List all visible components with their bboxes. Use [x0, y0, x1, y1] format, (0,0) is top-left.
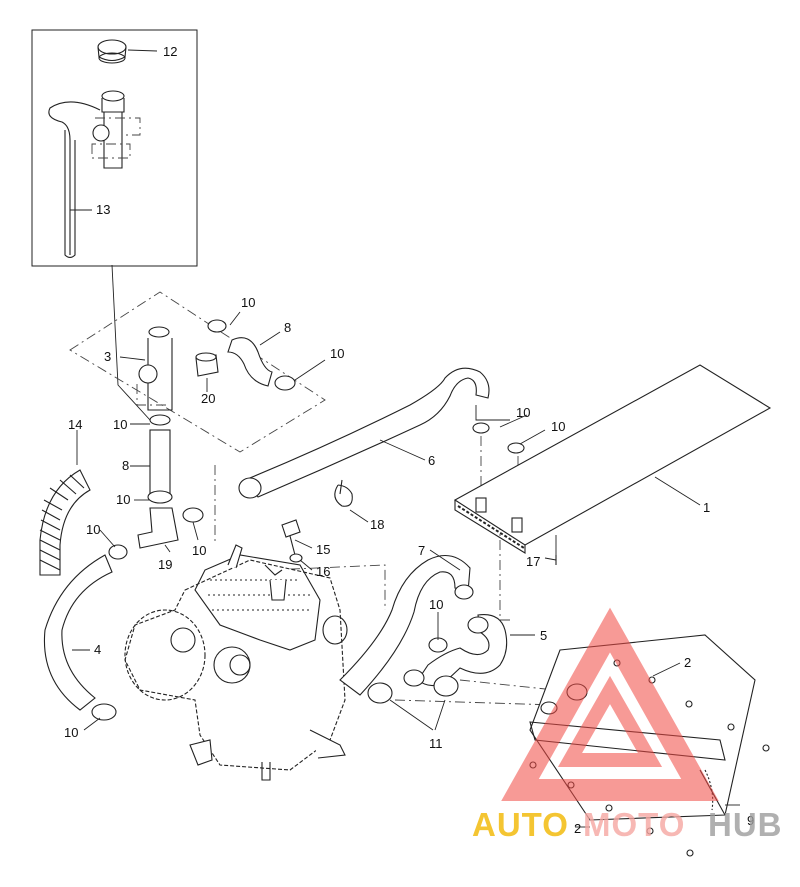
callout-2-upper: 2 — [684, 655, 691, 670]
callout-10-i: 10 — [551, 419, 565, 434]
automotohub-watermark: AUTO MOTO HUB — [472, 607, 783, 843]
hose-4 — [43, 554, 117, 721]
callout-10-e: 10 — [86, 522, 100, 537]
callout-10-j: 10 — [429, 597, 443, 612]
callout-labels: 1 2 2 3 4 5 6 7 8 8 9 10 10 10 10 10 10 … — [64, 44, 754, 836]
callout-11: 11 — [429, 736, 443, 751]
callout-3: 3 — [104, 349, 111, 364]
callout-8-lower: 8 — [122, 458, 129, 473]
reservoir-fitting — [136, 326, 173, 411]
callout-15: 15 — [316, 542, 330, 557]
callout-10-h: 10 — [516, 405, 530, 420]
callout-10-f: 10 — [192, 543, 206, 558]
callout-2-lower: 2 — [574, 821, 581, 836]
callout-10-a: 10 — [241, 295, 255, 310]
callout-4: 4 — [94, 642, 101, 657]
inset-frame — [31, 29, 198, 267]
leader-lines — [70, 49, 740, 828]
hose-7 — [339, 554, 474, 704]
callout-16: 16 — [316, 564, 330, 579]
hose-8-straight — [147, 414, 173, 504]
watermark-auto: AUTO — [472, 806, 569, 843]
callout-10-g: 10 — [64, 725, 78, 740]
callout-14: 14 — [68, 417, 82, 432]
reservoir-dash-outline — [69, 291, 326, 453]
callout-10-b: 10 — [330, 346, 344, 361]
callout-20: 20 — [201, 391, 215, 406]
clamp-upper-rad — [472, 422, 490, 434]
callout-19: 19 — [158, 557, 172, 572]
callout-8-upper: 8 — [284, 320, 291, 335]
reservoir-cap — [97, 39, 127, 64]
inset-link-line — [111, 264, 151, 421]
callout-18: 18 — [370, 517, 384, 532]
clamp-18 — [334, 479, 353, 507]
callout-12: 12 — [163, 44, 177, 59]
fitting-19 — [108, 507, 204, 560]
corrugated-hose-14 — [39, 469, 91, 576]
clamp-rad-right — [507, 442, 525, 454]
callout-5: 5 — [540, 628, 547, 643]
callout-6: 6 — [428, 453, 435, 468]
hose-6 — [238, 367, 490, 499]
overflow-tube — [48, 101, 101, 259]
callout-10-d: 10 — [116, 492, 130, 507]
callout-1: 1 — [703, 500, 710, 515]
callout-17: 17 — [526, 554, 540, 569]
callout-7: 7 — [418, 543, 425, 558]
hose-piece-20 — [195, 352, 219, 377]
watermark-hub: HUB — [708, 806, 783, 843]
hose-5 — [403, 614, 508, 697]
radiator-1 — [453, 364, 772, 565]
reservoir-neck-inset — [91, 90, 141, 169]
watermark-moto: MOTO — [583, 806, 685, 843]
callout-9: 9 — [747, 813, 754, 828]
engine-block — [124, 544, 348, 781]
sensor-15 — [281, 519, 303, 563]
callout-10-c: 10 — [113, 417, 127, 432]
watermark-triangle-logo — [501, 607, 719, 801]
callout-13: 13 — [96, 202, 110, 217]
hose-8-upper — [207, 319, 296, 391]
